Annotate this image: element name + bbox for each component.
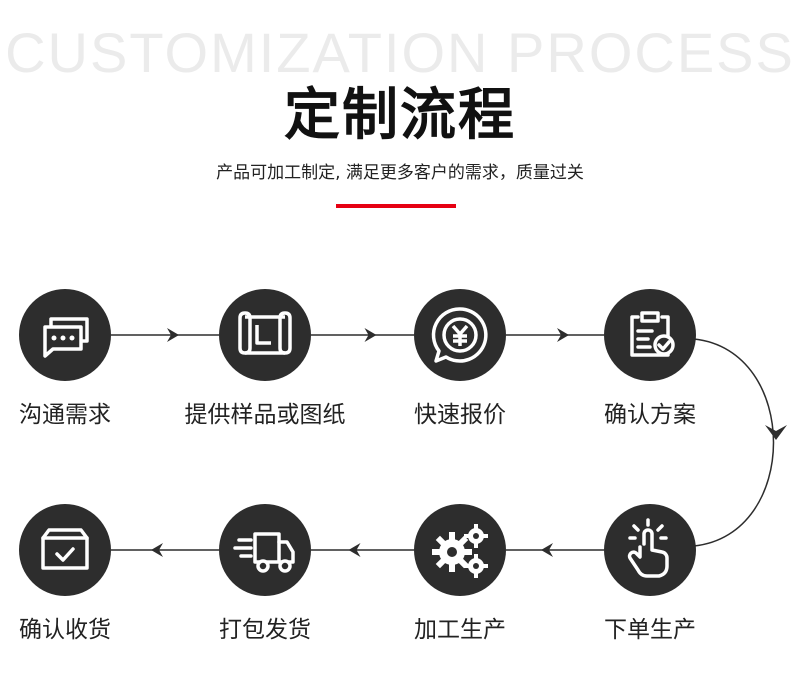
connector-6-arrowhead <box>348 543 361 557</box>
connector-3-arrowhead <box>557 328 569 342</box>
blueprint-scroll-icon <box>238 311 292 355</box>
step-label-2: 提供样品或图纸 <box>184 402 346 428</box>
connector-4-arrowhead <box>765 425 787 440</box>
step-label-6: 加工生产 <box>414 617 506 643</box>
title-accent-bar <box>336 204 456 208</box>
gears-icon <box>432 524 488 578</box>
step-label-1: 沟通需求 <box>19 402 111 428</box>
connector-2-arrowhead <box>364 328 377 342</box>
step-label-3: 快速报价 <box>414 402 506 428</box>
step-node-7 <box>219 504 311 596</box>
step-node-4 <box>604 289 696 381</box>
step-node-1 <box>19 289 111 381</box>
connector-1-arrowhead <box>167 328 179 342</box>
connector-4 <box>693 338 775 547</box>
delivery-truck-icon <box>233 532 295 573</box>
connector-5-arrowhead <box>541 543 553 557</box>
yuan-quote-icon <box>431 307 488 363</box>
step-label-8: 确认收货 <box>19 617 111 643</box>
step-label-5: 下单生产 <box>604 617 696 643</box>
checked-clipboard-icon <box>630 311 675 357</box>
page-subtitle: 产品可加工制定, 满足更多客户的需求，质量过关 <box>216 163 584 183</box>
step-node-5 <box>604 504 696 596</box>
step-node-6 <box>414 504 506 596</box>
step-node-2 <box>219 289 311 381</box>
connector-7-arrowhead <box>151 543 163 557</box>
tap-finger-icon <box>627 518 669 578</box>
step-label-7: 打包发货 <box>219 617 311 643</box>
received-box-icon <box>41 528 89 570</box>
step-label-4: 确认方案 <box>604 402 696 428</box>
step-node-3 <box>414 289 506 381</box>
page-title: 定制流程 <box>284 83 516 148</box>
chat-bubbles-icon <box>43 317 89 358</box>
step-node-8 <box>19 504 111 596</box>
background-watermark-title: CUSTOMIZATION PROCESS <box>5 21 795 84</box>
